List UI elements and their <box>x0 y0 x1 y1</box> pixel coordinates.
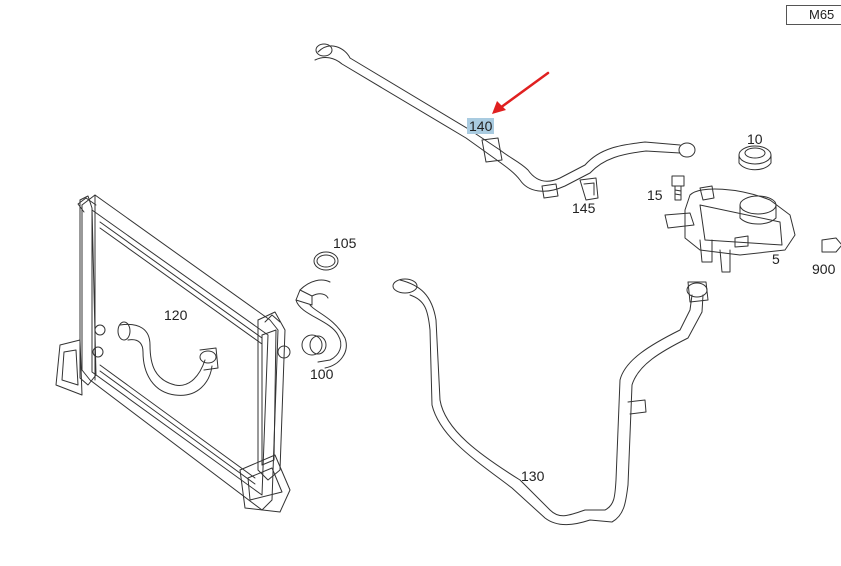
part-label-10[interactable]: 10 <box>747 131 763 147</box>
part-label-5[interactable]: 5 <box>772 251 780 267</box>
model-code-box: M65 <box>786 5 841 25</box>
part-label-900[interactable]: 900 <box>812 261 836 277</box>
expansion-tank-5[interactable] <box>664 185 796 273</box>
bolt-15[interactable] <box>671 175 685 201</box>
hose-100[interactable] <box>295 279 347 369</box>
part-label-15[interactable]: 15 <box>647 187 663 203</box>
part-label-145[interactable]: 145 <box>572 200 596 216</box>
bracket-145[interactable] <box>579 177 599 201</box>
part-label-120[interactable]: 120 <box>164 307 188 323</box>
seal-ring-105[interactable] <box>313 251 339 271</box>
part-label-140[interactable]: 140 <box>467 118 495 134</box>
hose-140[interactable] <box>314 43 696 199</box>
part-label-100[interactable]: 100 <box>310 366 334 382</box>
hose-120[interactable] <box>117 321 219 396</box>
radiator[interactable] <box>55 194 291 513</box>
sensor-900[interactable] <box>821 237 841 253</box>
part-label-105[interactable]: 105 <box>333 235 357 251</box>
pointer-arrow <box>492 71 550 114</box>
hose-130[interactable] <box>392 278 709 526</box>
part-label-130[interactable]: 130 <box>521 468 545 484</box>
cap-10[interactable] <box>738 145 772 171</box>
